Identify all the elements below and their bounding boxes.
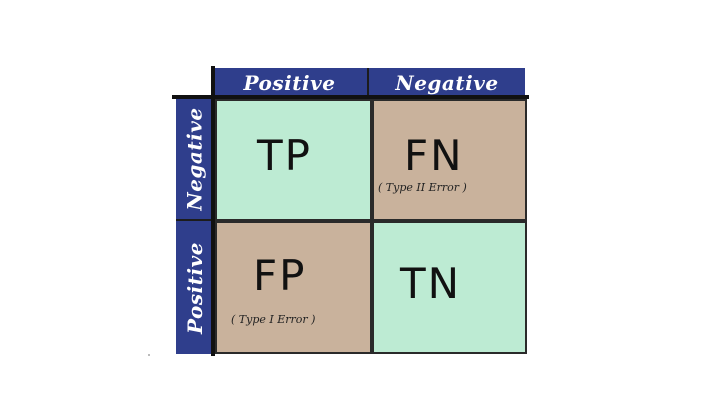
side-header-negative: Negative (176, 98, 213, 221)
side-header-positive-label: Positive (182, 241, 207, 334)
corner-blank (176, 68, 212, 98)
stray-dot (148, 354, 150, 356)
cell-fn-label: FN (404, 131, 464, 180)
side-header-negative-label: Negative (182, 106, 207, 211)
cell-tn-label: TN (400, 259, 462, 308)
top-header-positive: Positive (212, 68, 369, 97)
axis-vertical-line (211, 66, 215, 356)
top-header-negative: Negative (369, 68, 525, 97)
cell-true-negative: TN (372, 221, 527, 354)
cell-false-negative: FN ( Type II Error ) (372, 99, 527, 221)
top-header-positive-label: Positive (243, 70, 336, 95)
cell-fp-label: FP (253, 251, 307, 300)
cell-fp-note: ( Type I Error ) (231, 313, 316, 326)
side-header-positive: Positive (176, 221, 213, 354)
top-header-negative-label: Negative (395, 70, 499, 95)
cell-false-positive: FP ( Type I Error ) (215, 221, 372, 354)
cell-tp-label: TP (257, 131, 312, 180)
cell-true-positive: TP (215, 99, 372, 221)
axis-horizontal-line (172, 95, 529, 99)
cell-fn-note: ( Type II Error ) (378, 181, 467, 194)
